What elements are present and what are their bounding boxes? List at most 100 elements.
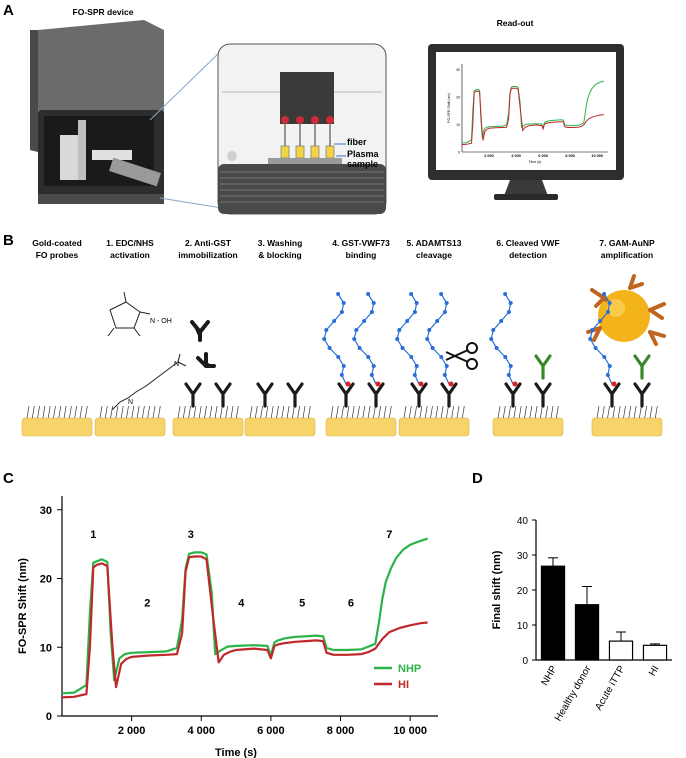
gold-probe bbox=[245, 418, 315, 436]
sam-line bbox=[111, 406, 113, 418]
y-tick-label: 0 bbox=[46, 711, 52, 723]
sam-line bbox=[85, 406, 87, 418]
sam-line bbox=[75, 406, 77, 418]
sam-line bbox=[503, 406, 505, 418]
anti-gst-antibody bbox=[216, 384, 230, 406]
sam-line bbox=[105, 406, 107, 418]
chain-bead bbox=[413, 373, 417, 377]
chain-bead bbox=[370, 373, 374, 377]
chain-bead bbox=[588, 337, 592, 341]
chain-line bbox=[491, 294, 513, 384]
gold-probe bbox=[95, 418, 165, 436]
cleavage-site bbox=[449, 382, 454, 387]
mini-y-tick-label: 30 bbox=[456, 68, 460, 72]
chain-bead bbox=[340, 373, 344, 377]
sam-line bbox=[205, 406, 207, 418]
sam-line bbox=[420, 406, 422, 418]
anti-gst-antibody bbox=[186, 384, 200, 406]
vwf73-chain bbox=[322, 292, 346, 384]
chain-line bbox=[427, 294, 449, 384]
sam-line bbox=[54, 406, 56, 418]
sam-line bbox=[373, 406, 375, 418]
chain-bead bbox=[352, 337, 356, 341]
anti-gst-antibody bbox=[258, 384, 272, 406]
chain-bead bbox=[340, 310, 344, 314]
mini-x-tick-label: 6 000 bbox=[538, 154, 548, 158]
y-tick-label: 30 bbox=[517, 551, 529, 562]
mini-series-line bbox=[462, 88, 604, 144]
y-axis-label: FO-SPR Shift (nm) bbox=[17, 558, 29, 654]
chain-bead bbox=[443, 310, 447, 314]
gold-nanoparticle bbox=[588, 276, 664, 344]
sam-line bbox=[32, 406, 34, 418]
sam-line bbox=[226, 406, 228, 418]
chain-bead bbox=[336, 292, 340, 296]
chain-bead bbox=[332, 319, 336, 323]
step-text-6: 6. Cleaved VWF detection bbox=[496, 238, 559, 260]
sam-line bbox=[347, 406, 349, 418]
antibody-shape bbox=[186, 384, 200, 406]
sam-line bbox=[100, 406, 102, 418]
chain-bead bbox=[443, 373, 447, 377]
mini-y-label: FO-SPR Shift (nm) bbox=[447, 93, 451, 122]
sam-line bbox=[255, 406, 257, 418]
mini-x-tick-label: 10 000 bbox=[591, 154, 603, 158]
sam-line bbox=[404, 406, 406, 418]
fiber-label: fiber bbox=[347, 137, 367, 147]
step-annotation: 1 bbox=[90, 529, 96, 541]
sam-line bbox=[634, 406, 636, 418]
step-text-0: Gold-coated FO probes bbox=[32, 238, 82, 260]
sam-line bbox=[292, 406, 294, 418]
category-label: NHP bbox=[540, 664, 560, 688]
sam-line bbox=[530, 406, 532, 418]
sam-line bbox=[282, 406, 284, 418]
gold-probe bbox=[399, 418, 469, 436]
chain-bead bbox=[395, 337, 399, 341]
step-label-5: 5. ADAMTS13 cleavage bbox=[397, 237, 471, 261]
x-tick-label: 10 000 bbox=[393, 725, 427, 737]
chain-bead bbox=[435, 319, 439, 323]
mini-y-tick-label: 10 bbox=[456, 123, 460, 127]
sam-line bbox=[551, 406, 553, 418]
mini-y-tick-label: 0 bbox=[458, 151, 460, 155]
detection-antibody bbox=[536, 356, 550, 378]
sam-line bbox=[602, 406, 604, 418]
x-tick-label: 8 000 bbox=[327, 725, 355, 737]
sam-line bbox=[363, 406, 365, 418]
step-text-4: 4. GST-VWF73 binding bbox=[332, 238, 390, 260]
anti-gst-antibody bbox=[442, 384, 456, 406]
chain-bead bbox=[503, 292, 507, 296]
antibody-shape bbox=[635, 356, 649, 378]
sam-line bbox=[331, 406, 333, 418]
chain-bead bbox=[336, 355, 340, 359]
chain-bead bbox=[366, 292, 370, 296]
chain-bead bbox=[366, 355, 370, 359]
chain-bead bbox=[509, 364, 513, 368]
antibody-shape bbox=[412, 384, 426, 406]
chain-bead bbox=[608, 301, 612, 305]
detection-antibody bbox=[635, 356, 649, 378]
anti-gst-antibody bbox=[288, 384, 302, 406]
sam-line bbox=[431, 406, 433, 418]
sam-line bbox=[336, 406, 338, 418]
sam-line bbox=[69, 406, 71, 418]
sam-line bbox=[121, 406, 123, 418]
sam-line bbox=[189, 406, 191, 418]
mini-series-line bbox=[462, 81, 604, 143]
plasma-label: Plasma sample bbox=[347, 149, 379, 169]
antibody-shape bbox=[605, 384, 619, 406]
chain-bead bbox=[425, 337, 429, 341]
chain-bead bbox=[328, 346, 332, 350]
sam-line bbox=[441, 406, 443, 418]
chain-bead bbox=[439, 355, 443, 359]
panel-letter-b: B bbox=[3, 232, 14, 249]
gold-probe bbox=[173, 418, 243, 436]
sam-line bbox=[183, 406, 185, 418]
sam-line bbox=[540, 406, 542, 418]
sam-line bbox=[342, 406, 344, 418]
chain-bead bbox=[372, 364, 376, 368]
sam-line bbox=[645, 406, 647, 418]
sam-line bbox=[308, 406, 310, 418]
antibody-shape bbox=[536, 356, 550, 378]
